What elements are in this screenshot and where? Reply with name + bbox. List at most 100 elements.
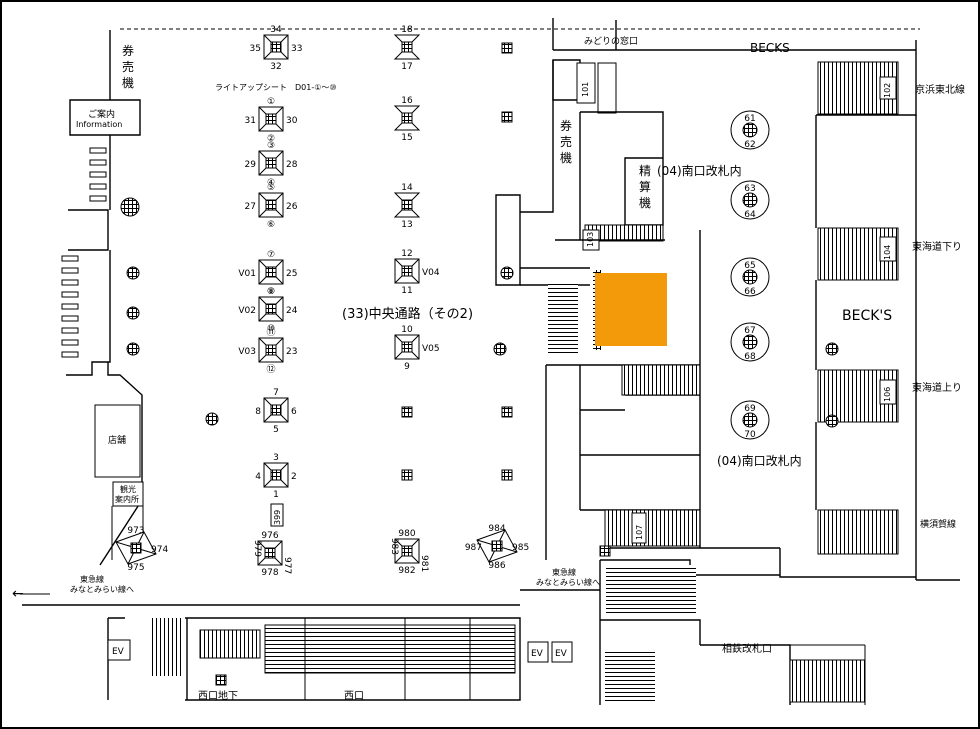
tokaido-up-label: 東海道上り	[912, 381, 962, 394]
tokyu-right-label-1: 東急線	[552, 567, 576, 577]
pillar-label-top: 18	[401, 25, 413, 35]
bottom-corridors	[22, 560, 866, 705]
tokyu-left-label-2: みなとみらい線へ	[70, 584, 134, 594]
pillar-label-bottom: 978	[261, 568, 278, 578]
pillar-label-right: V04	[422, 268, 440, 278]
pillar-label-right: 25	[286, 269, 297, 279]
pillar-label-left: 4	[255, 472, 261, 482]
shop-label: 店舗	[108, 434, 126, 446]
column-dot	[825, 342, 839, 356]
circle-label-bottom: 68	[744, 352, 756, 362]
pillar-label-bottom: 9	[404, 362, 410, 372]
tokaido-down-label: 東海道下り	[912, 240, 962, 253]
pillar-label-right: 30	[286, 116, 298, 126]
column-square	[501, 111, 513, 123]
south-gate-lower-label: (04)南口改札内	[717, 453, 802, 468]
pillar-label-bottom: 13	[401, 220, 412, 230]
pillar-label-top: ③	[267, 141, 275, 151]
stair-102-label: 102	[883, 83, 892, 98]
pillar-label-right: 26	[286, 202, 298, 212]
pillar-label-right: 28	[286, 160, 298, 170]
pillar-label-left: V02	[238, 306, 256, 316]
stair-101-label: 101	[581, 82, 590, 97]
pillar-label-left: V03	[238, 347, 256, 357]
pillar-label-top: 7	[273, 388, 279, 398]
text-labels: みどりの窓口 BECKS BECK'S ご案内 Information 店舗 観…	[70, 35, 965, 702]
fare-adjust-chars: 精算機	[639, 164, 651, 210]
becks-top-label: BECKS	[750, 41, 790, 55]
ev-mid-1-label: EV	[531, 649, 544, 659]
pillar-label-right: 33	[291, 44, 302, 54]
column-dot	[493, 342, 507, 356]
pillar-label-left: 27	[245, 202, 256, 212]
pillar-label-bottom: 982	[398, 566, 415, 576]
column-square	[501, 42, 513, 54]
pillar-label-top: 976	[261, 531, 278, 541]
column-dot	[126, 306, 140, 320]
becks-center-label: BECK'S	[842, 308, 892, 324]
pillar-label-top: 10	[401, 325, 413, 335]
ticket-left-chars: 券売機	[122, 43, 134, 90]
circle-marker-67: 67 68	[730, 322, 770, 362]
exit-arrow-icon: ←	[12, 586, 24, 602]
west-exit-label: 西口	[344, 691, 364, 702]
pillar-label-right: 2	[291, 472, 297, 482]
pillar-label-top: 973	[127, 526, 144, 536]
pillar-label-right: 985	[512, 543, 529, 553]
ticket-center-chars: 券売機	[560, 118, 572, 165]
column-dot	[126, 342, 140, 356]
circle-label-top: 65	[744, 261, 755, 271]
platform-stairs	[815, 40, 960, 581]
stair-107-label: 107	[635, 525, 644, 540]
circle-label-bottom: 64	[744, 210, 756, 220]
central-passage-label: (33)中央通路（その2)	[342, 306, 473, 322]
left-wall	[66, 30, 144, 566]
pillar-label-bottom: 986	[488, 561, 505, 571]
information-jp-label: ご案内	[88, 108, 115, 120]
pillar-label-top: 16	[401, 96, 413, 106]
column-dot	[126, 266, 140, 280]
stair-106-label: 106	[883, 387, 892, 402]
circle-label-top: 67	[744, 326, 755, 336]
pillar-label-top: 12	[401, 249, 412, 259]
left-gate-ticks	[61, 147, 107, 358]
pillar-label-bottom: ⑩	[267, 324, 275, 334]
pillar-label-left: 983	[389, 538, 399, 555]
column-dot	[825, 414, 839, 428]
column-square	[401, 406, 413, 418]
south-gate-upper-label: (04)南口改札内	[657, 163, 742, 178]
circle-label-bottom: 62	[744, 140, 755, 150]
pillar-label-top: ⑦	[267, 250, 275, 260]
column-dot	[500, 266, 514, 280]
dots-layer	[120, 42, 839, 686]
pillar-label-right: 6	[291, 407, 297, 417]
stair-103-label: 103	[586, 232, 595, 247]
ev-mid-2-label: EV	[555, 649, 568, 659]
keihin-tohoku-label: 京浜東北線	[915, 83, 965, 96]
pillar-label-top: 34	[270, 25, 282, 35]
pillar-label-right: 23	[286, 347, 297, 357]
column-square	[401, 469, 413, 481]
ev-left-label: EV	[112, 647, 125, 657]
column-square	[215, 674, 227, 686]
sotetsu-gate-label: 相鉄改札口	[722, 642, 772, 655]
column-square	[501, 469, 513, 481]
pillar-label-top: ⑪	[266, 327, 275, 338]
column-square	[599, 545, 611, 557]
circle-label-bottom: 66	[744, 287, 756, 297]
central-structures	[495, 18, 916, 578]
